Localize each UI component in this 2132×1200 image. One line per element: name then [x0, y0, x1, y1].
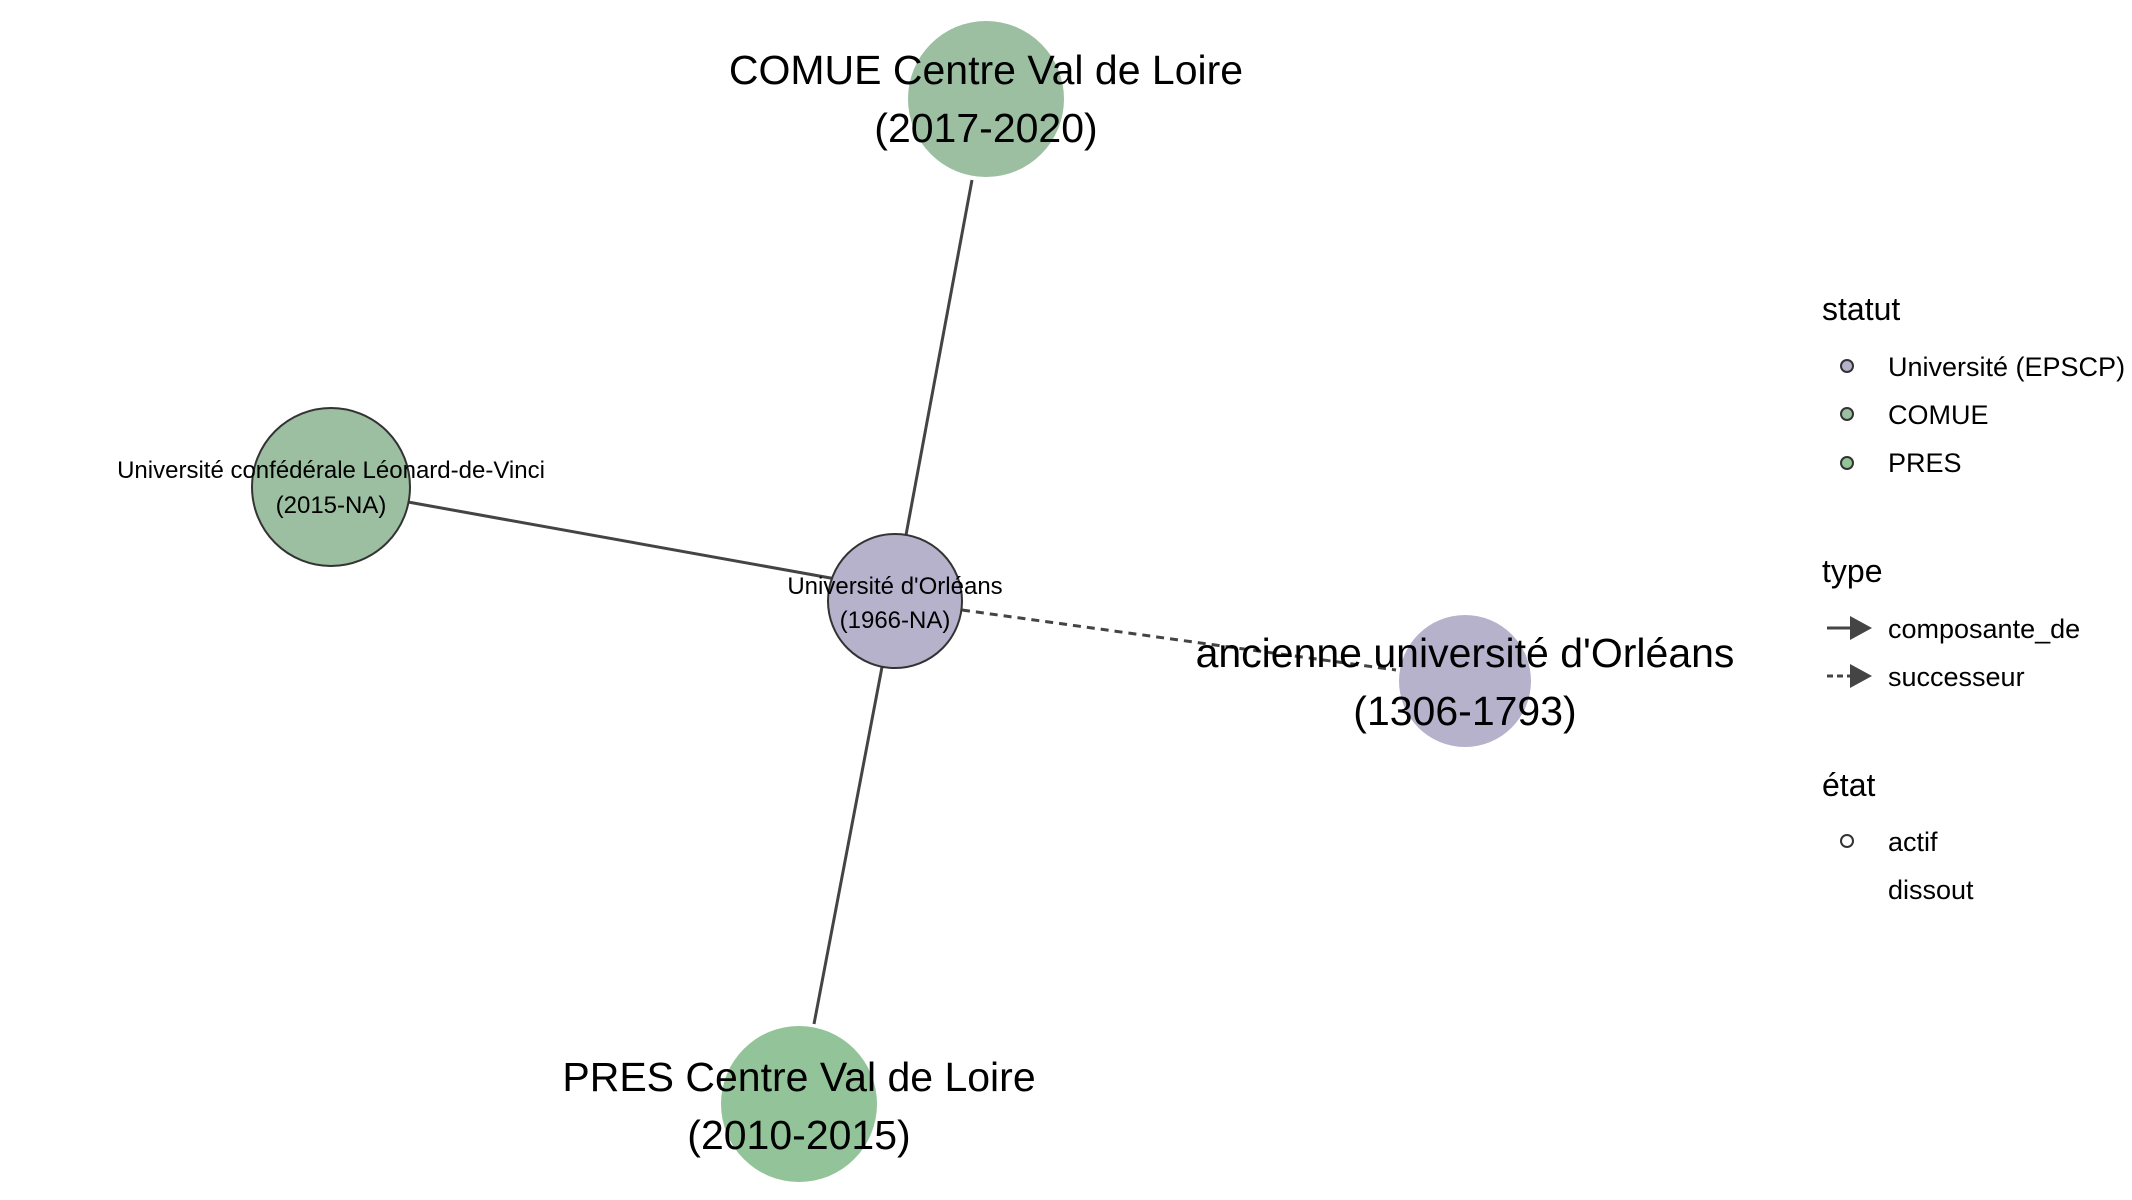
nodes-layer	[251, 21, 1531, 1182]
legend-statut: statut Université (EPSCP) COMUE PRES	[1822, 291, 2125, 478]
legend-etat-title: état	[1822, 767, 1875, 803]
legend-etat-label-dissout: dissout	[1888, 875, 1974, 905]
legend-etat-swatch-actif	[1840, 834, 1854, 848]
legend-statut-label-comue: COMUE	[1888, 400, 1989, 430]
node-leonard-label: Université confédérale Léonard-de-Vinci	[117, 457, 545, 484]
node-pres-label: PRES Centre Val de Loire	[562, 1054, 1035, 1100]
node-leonard-circle[interactable]	[251, 407, 411, 567]
node-ancienne-label: ancienne université d'Orléans	[1196, 630, 1735, 676]
legend-type-title: type	[1822, 553, 1882, 589]
legend-etat: état actif dissout	[1822, 767, 1974, 905]
node-pres-circle[interactable]	[721, 1026, 877, 1182]
node-comue-period: (2017-2020)	[874, 105, 1097, 151]
edge-orleans-ancienne	[961, 608, 1397, 672]
legend-type: type composante_de successeur	[1822, 553, 2080, 692]
legend-statut-swatch-comue	[1840, 407, 1854, 421]
legend-type-arrow-composante	[1850, 616, 1872, 640]
legend-type-label-composante: composante_de	[1888, 614, 2080, 644]
labels-layer: COMUE Centre Val de Loire (2017-2020) Un…	[117, 47, 1734, 1158]
legend-type-label-successeur: successeur	[1888, 662, 2025, 692]
node-comue-circle[interactable]	[908, 21, 1064, 177]
node-orleans-label: Université d'Orléans	[787, 573, 1002, 600]
legend: statut Université (EPSCP) COMUE PRES typ…	[1822, 291, 2125, 905]
legend-statut-swatch-universite	[1840, 359, 1854, 373]
node-orleans-period: (1966-NA)	[840, 607, 951, 634]
node-ancienne-circle[interactable]	[1399, 615, 1531, 747]
node-ancienne-period: (1306-1793)	[1353, 688, 1576, 734]
edge-orleans-leonard	[407, 500, 837, 581]
edge-orleans-pres	[812, 666, 884, 1025]
legend-statut-title: statut	[1822, 291, 1900, 327]
edges-layer	[407, 179, 1397, 1025]
node-comue-label: COMUE Centre Val de Loire	[729, 47, 1243, 93]
legend-type-arrow-successeur	[1850, 664, 1872, 688]
node-orleans-circle[interactable]	[827, 533, 963, 669]
legend-statut-swatch-pres	[1840, 456, 1854, 470]
edge-orleans-comue	[904, 179, 974, 536]
legend-statut-label-universite: Université (EPSCP)	[1888, 352, 2125, 382]
node-leonard-period: (2015-NA)	[276, 492, 387, 519]
node-pres-period: (2010-2015)	[687, 1112, 910, 1158]
legend-statut-label-pres: PRES	[1888, 448, 1962, 478]
legend-etat-label-actif: actif	[1888, 827, 1938, 857]
